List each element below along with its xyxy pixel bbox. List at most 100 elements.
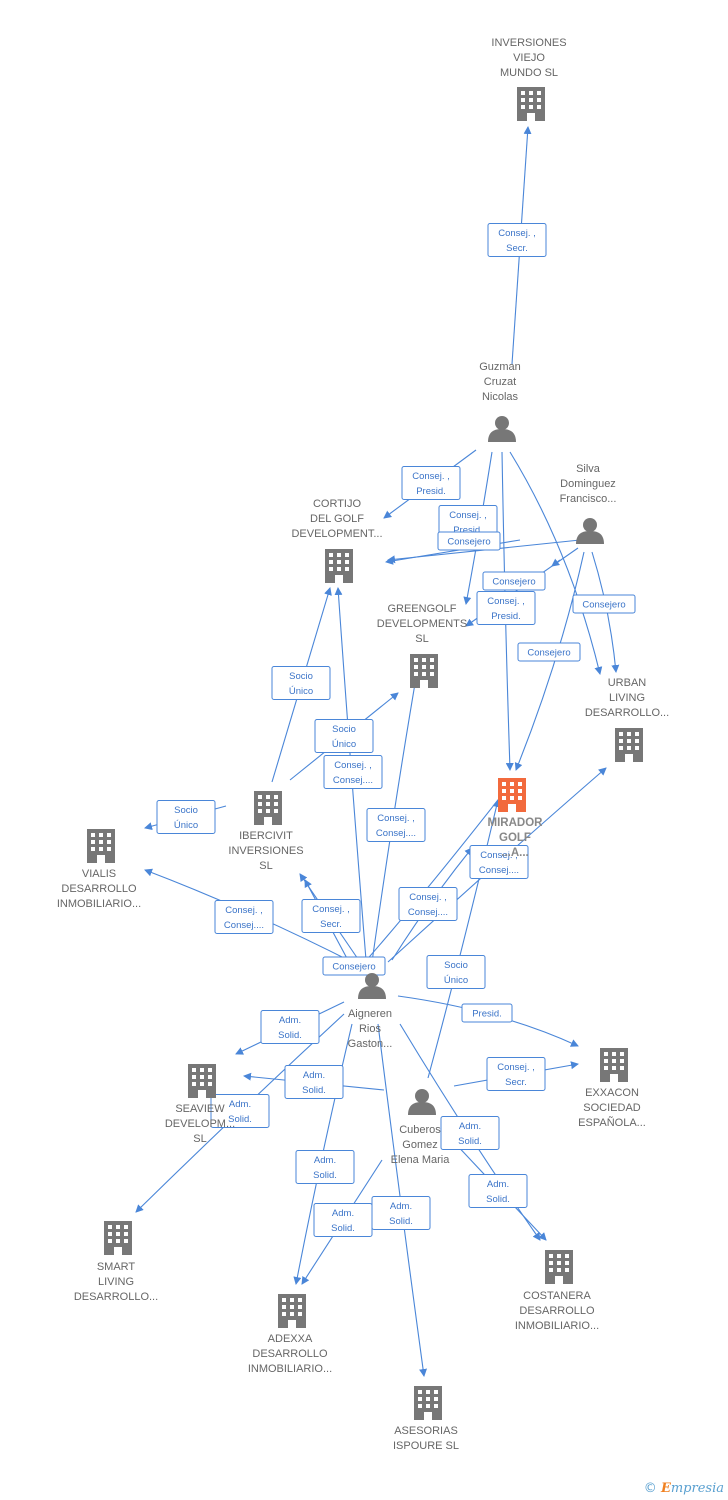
node-label-line: SL — [193, 1133, 206, 1145]
edge-label-cuberos-seaview[interactable]: Adm.Solid. — [284, 1065, 344, 1099]
node-label-line: DEL GOLF — [310, 513, 364, 525]
edge-label-text: Único — [332, 739, 356, 750]
node-label-line: MUNDO SL — [500, 67, 558, 79]
node-label-line: Gomez — [402, 1139, 437, 1151]
edge-label-aig-mirador[interactable]: Consejero — [322, 956, 386, 976]
edge-label-aig-vialis[interactable]: Consej. ,Consej.... — [214, 900, 274, 934]
person-icon — [488, 416, 516, 442]
building-icon — [104, 1221, 132, 1255]
edge-label-box — [487, 223, 547, 257]
building-icon — [188, 1064, 216, 1098]
edges-layer — [135, 126, 620, 1377]
edge-label-cuberos-adexxa[interactable]: Adm.Solid. — [313, 1203, 373, 1237]
edge-label-box — [323, 755, 383, 789]
edge-label-text: Consej.... — [376, 828, 416, 839]
edge-label-cuberos-costanera[interactable]: Adm.Solid. — [468, 1174, 528, 1208]
node-label-line: INMOBILIARIO... — [515, 1320, 599, 1332]
edge-label-box — [426, 955, 486, 989]
building-icon — [517, 87, 545, 121]
edge-label-aig-urban[interactable]: Consej. , Consej.... — [398, 887, 458, 921]
edge-label-box — [210, 1094, 270, 1128]
edge-label-box — [469, 845, 529, 879]
building-icon — [414, 1386, 442, 1420]
node-exxacon[interactable]: EXXACONSOCIEDADESPAÑOLA... — [578, 1048, 646, 1129]
edge-label-text: Adm. — [487, 1179, 509, 1190]
edge-label-guzman-viejo[interactable]: Consej. ,Secr. — [487, 223, 547, 257]
edge-label-silva-mirador[interactable]: Consejero — [517, 642, 581, 662]
edge-label-text: Consejero — [527, 648, 570, 659]
edge-label-text: Solid. — [389, 1216, 413, 1227]
edge-label-aig-seaview[interactable]: Adm.Solid. — [260, 1010, 320, 1044]
node-label-line: Dominguez — [560, 478, 616, 490]
edge-label-aig-cortijo[interactable]: Consej. ,Consej.... — [323, 755, 383, 789]
node-silva[interactable]: SilvaDominguezFrancisco... — [560, 463, 617, 544]
edge-label-guzman-mirador[interactable]: Consejero — [482, 571, 546, 591]
edge-label-cuberos-exxacon[interactable]: Consej. ,Secr. — [486, 1057, 546, 1091]
edge-label-box — [468, 1174, 528, 1208]
building-icon — [325, 549, 353, 583]
edge-label-guzman-cortijo[interactable]: Consej. ,Presid. — [401, 466, 461, 500]
edge-aig-greengolf — [371, 665, 421, 963]
node-label-line: SOCIEDAD — [583, 1102, 641, 1114]
edge-label-aig-mirador2[interactable]: Consej. ,Consej.... — [469, 845, 529, 879]
node-adexxa[interactable]: ADEXXADESARROLLOINMOBILIARIO... — [248, 1294, 332, 1375]
node-label-line: GOLF — [499, 832, 531, 844]
brand-initial: E — [660, 1481, 671, 1496]
edge-label-box — [440, 1116, 500, 1150]
edge-label-aig-greengolf[interactable]: Consej. , Consej.... — [366, 808, 426, 842]
building-icon — [615, 728, 643, 762]
node-urban-living[interactable]: URBANLIVINGDESARROLLO... — [585, 677, 669, 762]
edge-label-text: Consej. , — [409, 892, 447, 903]
node-label-line: ASESORIAS — [394, 1425, 458, 1437]
edge-label-silva-greengolf[interactable]: Consej. ,Presid. — [476, 591, 536, 625]
edge-label-text: Consej. , — [225, 905, 263, 916]
node-costanera[interactable]: COSTANERADESARROLLOINMOBILIARIO... — [515, 1250, 599, 1332]
node-label-line: SEAVIEW — [175, 1103, 225, 1115]
edge-label-guzman-cortijo-consejero[interactable]: Consejero — [437, 531, 501, 551]
edge-label-text: Único — [444, 975, 468, 986]
edge-label-aig-exxacon[interactable]: Presid. — [461, 1003, 513, 1023]
node-aigneren[interactable]: AignerenRiosGaston... — [348, 973, 393, 1050]
edge-label-text: Consej.... — [408, 907, 448, 918]
edge-label-aig-smart[interactable]: Adm.Solid. — [210, 1094, 270, 1128]
node-mirador[interactable]: MIRADORGOLF...A... — [488, 778, 544, 859]
edge-label-aig-asesorias[interactable]: Adm.Solid. — [371, 1196, 431, 1230]
node-label-line: INVERSIONES — [491, 37, 566, 49]
building-icon — [600, 1048, 628, 1082]
edge-label-aig-adexxa[interactable]: Adm.Solid. — [295, 1150, 355, 1184]
edge-label-text: Consej. , — [334, 760, 372, 771]
node-label-line: SMART — [97, 1261, 136, 1273]
edge-label-guzman-greengolf[interactable]: Consej. ,Presid. — [438, 505, 498, 539]
node-label-line: ADEXXA — [268, 1333, 313, 1345]
node-vialis[interactable]: VIALISDESARROLLOINMOBILIARIO... — [57, 829, 141, 910]
edge-label-silva-urban[interactable]: Consejero — [572, 594, 636, 614]
node-label-line: MIRADOR — [488, 817, 544, 829]
edge-label-box — [301, 899, 361, 933]
edge-label-box — [156, 800, 216, 834]
brand-footer[interactable]: © Empresia — [644, 1481, 724, 1496]
edge-label-box — [482, 571, 546, 591]
edge-label-aig-costanera[interactable]: Adm.Solid. — [440, 1116, 500, 1150]
node-smart-living[interactable]: SMARTLIVINGDESARROLLO... — [74, 1221, 158, 1303]
edge-label-text: Consej. , — [377, 813, 415, 824]
edge-label-text: Solid. — [458, 1136, 482, 1147]
edge-label-text: Adm. — [303, 1070, 325, 1081]
edge-label-aig-ibercivit[interactable]: Consej. ,Secr. — [301, 899, 361, 933]
building-icon — [410, 654, 438, 688]
building-icon — [87, 829, 115, 863]
person-icon — [408, 1089, 436, 1115]
edge-label-text: Presid. — [416, 486, 446, 497]
edge-label-text: Solid. — [278, 1030, 302, 1041]
